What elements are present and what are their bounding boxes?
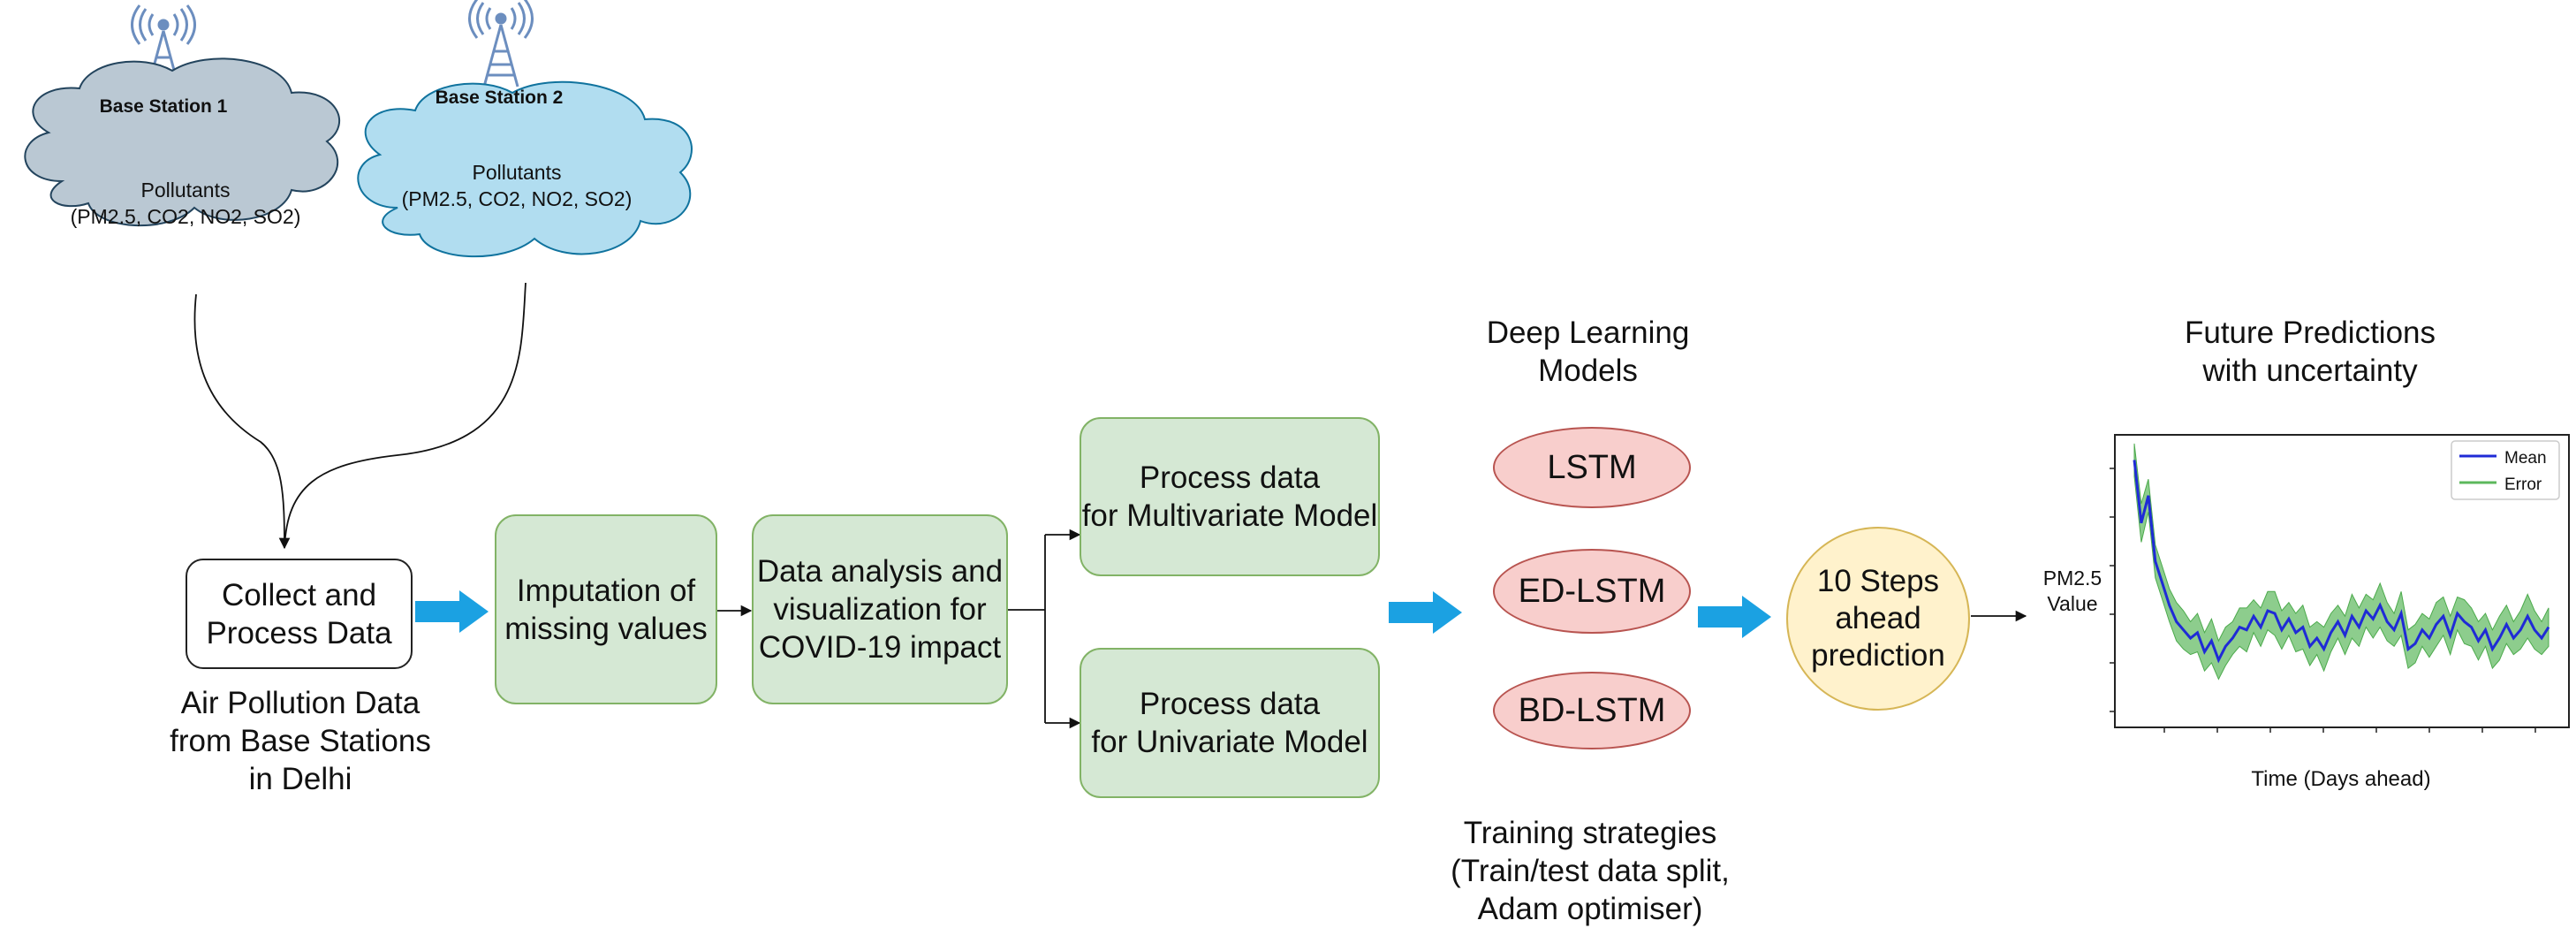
chart-xlabel: Time (Days ahead) bbox=[2251, 767, 2431, 791]
data-analysis-box: Data analysis and visualization for COVI… bbox=[752, 514, 1008, 704]
univariate-process-box: Process data for Univariate Model bbox=[1080, 648, 1380, 798]
antenna-tower-icon bbox=[131, 4, 196, 94]
legend-mean-label: Mean bbox=[2504, 449, 2547, 468]
pollutants-cloud-1-text: Pollutants (PM2.5, CO2, NO2, SO2) bbox=[70, 179, 301, 228]
base-station-2-label: Base Station 2 bbox=[435, 87, 564, 108]
pollutants-cloud-2-text: Pollutants (PM2.5, CO2, NO2, SO2) bbox=[401, 161, 633, 210]
pollutant-cloud bbox=[357, 80, 693, 258]
chart-frame bbox=[2114, 434, 2570, 728]
models-title: Deep Learning Models bbox=[1486, 316, 1690, 388]
pollutant-cloud bbox=[24, 57, 341, 227]
mean-series-line bbox=[2133, 460, 2550, 664]
model-ed-lstm: ED-LSTM bbox=[1493, 549, 1691, 634]
prediction-circle: 10 Steps ahead prediction bbox=[1786, 527, 1970, 711]
collect-process-data-box: Collect and Process Data bbox=[186, 559, 413, 669]
antenna-tower-icon bbox=[468, 0, 534, 87]
model-lstm: LSTM bbox=[1493, 427, 1691, 508]
multivariate-process-box: Process data for Multivariate Model bbox=[1080, 417, 1380, 576]
base-station-1-label: Base Station 1 bbox=[99, 96, 228, 117]
chart-legend: Mean Error bbox=[2451, 440, 2560, 500]
model-bd-lstm: BD-LSTM bbox=[1493, 672, 1691, 749]
training-strategies-caption: Training strategies (Train/test data spl… bbox=[1451, 815, 1730, 926]
imputation-box: Imputation of missing values bbox=[495, 514, 717, 704]
legend-error-label: Error bbox=[2504, 475, 2542, 494]
future-predictions-title: Future Predictions with uncertainty bbox=[2184, 316, 2436, 388]
air-pollution-data-caption: Air Pollution Data from Base Stations in… bbox=[170, 685, 431, 796]
chart-ylabel: PM2.5 Value bbox=[2042, 567, 2102, 615]
